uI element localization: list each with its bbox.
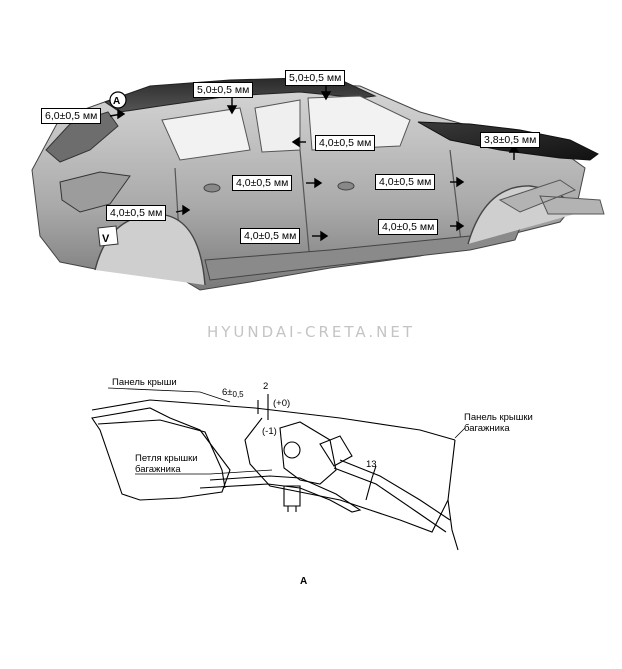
gap-label-b-pillar: 4,0±0,5 мм <box>315 135 376 151</box>
rear-emblem-recess <box>97 225 119 247</box>
view-marker-circle <box>109 91 127 109</box>
dim-2: 2 <box>263 381 269 392</box>
gap-label-sill-front: 4,0±0,5 мм <box>378 219 439 235</box>
sill <box>204 227 521 281</box>
roof-inner-rail <box>97 419 226 489</box>
dim-gap-main: 6± <box>222 387 233 398</box>
door-handle-rear <box>203 183 221 193</box>
leader-tailgate-panel <box>454 427 466 439</box>
leader-roof-panel <box>107 387 231 403</box>
tailgate-edge <box>339 459 451 521</box>
gap-label-sill-rear: 4,0±0,5 мм <box>240 228 301 244</box>
tailgate-outer-skin <box>447 499 459 551</box>
gap-label-front-door-rear: 4,0±0,5 мм <box>375 174 436 190</box>
rear-quarter-window <box>161 107 251 161</box>
dim-plus: (+0) <box>273 398 291 409</box>
door-handle-front <box>337 181 355 191</box>
callout-hinge-line1: Петля крышки <box>135 453 198 464</box>
taillight-housing <box>59 171 131 213</box>
callout-roof-panel: Панель крыши <box>112 377 177 388</box>
hinge-arm <box>199 475 362 513</box>
tailgate-inner-edge <box>333 467 447 533</box>
gap-arrows <box>109 85 520 242</box>
callout-tailgate-line1: Панель крышки <box>464 412 533 423</box>
gap-label-quarter: 4,0±0,5 мм <box>106 205 167 221</box>
dim-minus: (-1) <box>262 426 277 437</box>
gap-label-roof-mid: 5,0±0,5 мм <box>193 82 254 98</box>
leader-hinge <box>135 469 273 475</box>
view-letter: A <box>300 576 308 587</box>
dim-13: 13 <box>366 459 377 470</box>
tailgate-outline <box>244 417 456 533</box>
hinge-pin <box>283 441 301 459</box>
dim-gap-value: 6±0,5 <box>222 387 244 400</box>
callout-tailgate-panel: Панель крышки багажника <box>464 412 533 434</box>
dim-13-leader <box>365 465 377 501</box>
watermark: HYUNDAI-CRETA.NET <box>206 323 416 341</box>
callout-tailgate-line2: багажника <box>464 423 510 434</box>
gap-label-tailgate-roof: 6,0±0,5 мм <box>41 108 102 124</box>
section-view-a <box>91 387 466 551</box>
front-structure <box>498 179 605 215</box>
callout-hinge-line2: багажника <box>135 464 181 475</box>
callout-hinge: Петля крышки багажника <box>135 453 198 475</box>
dim-gap-tolerance: 0,5 <box>232 390 244 399</box>
rear-door-window <box>254 99 301 153</box>
hinge-bracket <box>279 421 337 485</box>
gap-label-rear-door-front: 4,0±0,5 мм <box>232 175 293 191</box>
roof-outer-line <box>91 399 456 441</box>
rear-window <box>45 111 119 163</box>
gap-label-roof-front: 5,0±0,5 мм <box>285 70 346 86</box>
view-marker-text: A <box>113 96 120 107</box>
roof-frame-contour <box>91 407 231 501</box>
dim-gap-line <box>257 394 269 420</box>
car-body-illustration: V A <box>31 77 605 291</box>
tailgate-hinge-plate <box>319 435 353 467</box>
rear-emblem-glyph: V <box>102 233 110 245</box>
hinge-bolt <box>283 485 301 512</box>
gap-label-hood: 3,8±0,5 мм <box>480 132 541 148</box>
